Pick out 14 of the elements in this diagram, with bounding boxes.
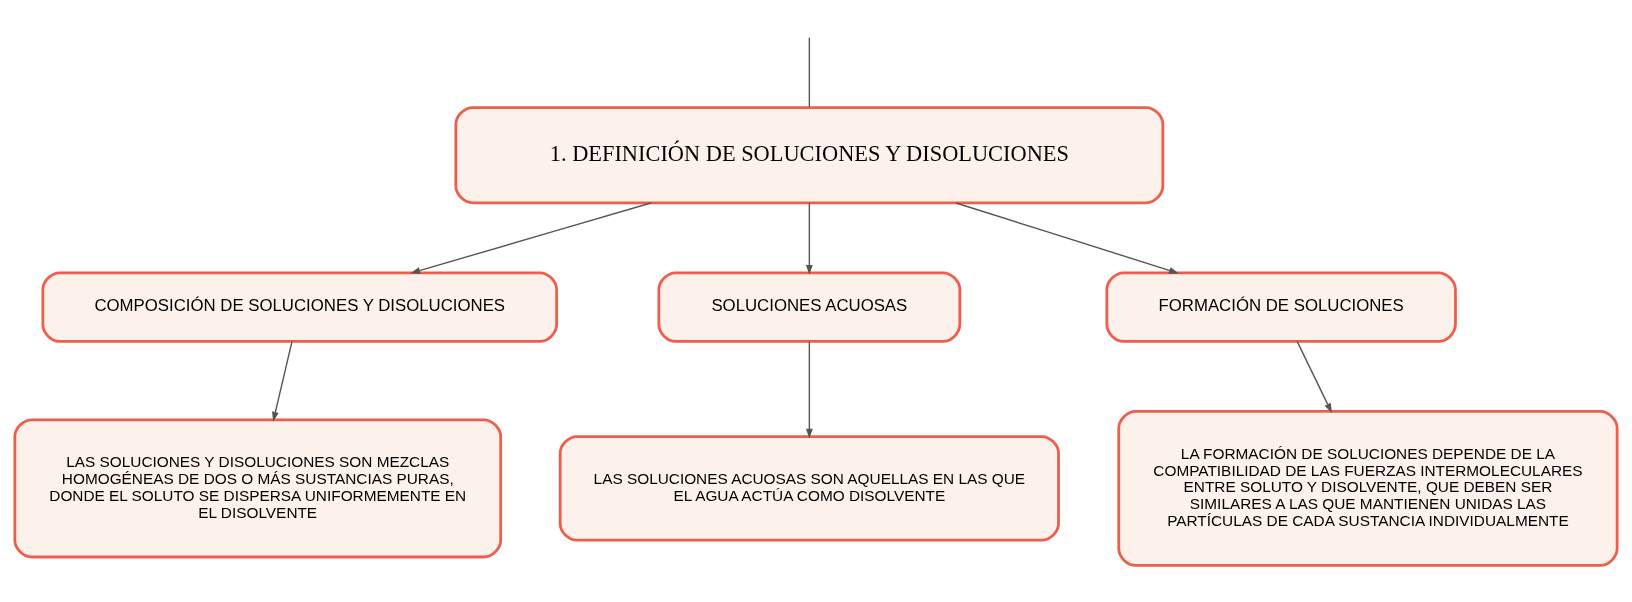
node-box: LA FORMACIÓN DE SOLUCIONES DEPENDE DE LA COMPATIBILIDAD DE LAS FUERZAS INTERMOLECULARES ENTRE SOLUTO Y DISOLVENTE, QUE DEBEN SER SIMILARES A LAS QUE MANTIENEN UNIDAS LAS PARTÍCULAS DE CADA SUSTANCIA INDIVIDUALMENTE [1117, 410, 1619, 567]
arrow [955, 202, 1179, 274]
node-box: SOLUCIONES ACUOSAS [657, 271, 962, 343]
node-box: COMPOSICIÓN DE SOLUCIONES Y DISOLUCIONES [41, 271, 559, 343]
arrow [805, 340, 813, 439]
arrow [272, 340, 293, 422]
node-box: LAS SOLUCIONES Y DISOLUCIONES SON MEZCLAS HOMOGÉNEAS DE DOS O MÁS SUSTANCIAS PURAS, DONDE EL SOLUTO SE DISPERSA UNIFORMEMENTE EN EL DISOLVENTE [13, 418, 503, 559]
node-box: FORMACIÓN DE SOLUCIONES [1105, 271, 1457, 343]
arrow [805, 202, 813, 275]
node-box: 1. DEFINICIÓN DE SOLUCIONES Y DISOLUCIONES [454, 106, 1165, 205]
arrow [410, 202, 652, 274]
arrow [1296, 340, 1332, 413]
node-box: LAS SOLUCIONES ACUOSAS SON AQUELLAS EN LAS QUE EL AGUA ACTÚA COMO DISOLVENTE [558, 435, 1060, 542]
connector [808, 37, 811, 108]
